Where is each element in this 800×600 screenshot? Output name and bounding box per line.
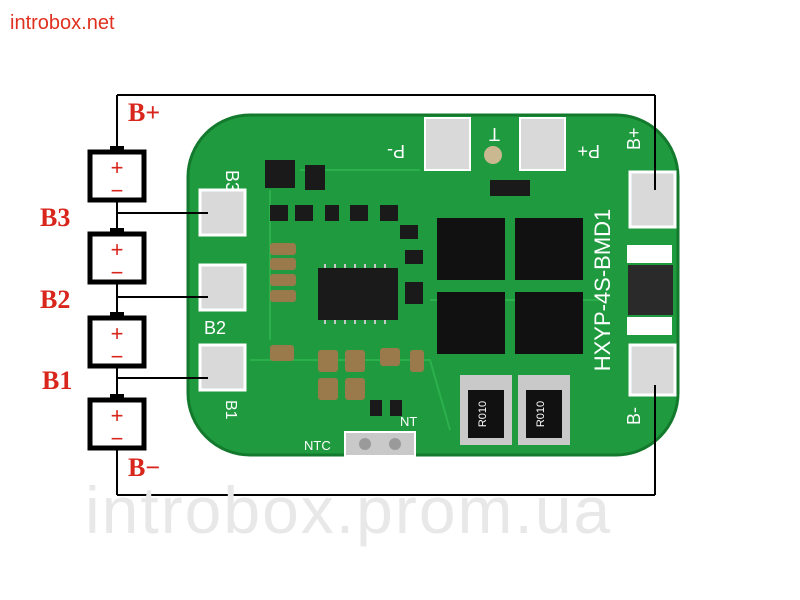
cell-2-minus: −	[111, 344, 124, 369]
label-b3: B3	[40, 203, 71, 232]
cell-3-plus: +	[111, 237, 124, 262]
battery-cell-1: + −	[87, 394, 147, 451]
battery-cell-2: + −	[87, 312, 147, 369]
cell-2-plus: +	[111, 321, 124, 346]
resistor-mark-2: R010	[535, 401, 547, 427]
label-b-plus: B+	[128, 98, 161, 127]
wiring	[116, 94, 656, 496]
pcb-label-b-plus: B+	[624, 127, 644, 150]
pcb-label-p-plus: P+	[577, 141, 600, 161]
cell-1-plus: +	[111, 403, 124, 428]
bottom-watermark: introbox.prom.ua	[85, 473, 613, 547]
label-b1: B1	[42, 366, 73, 395]
pcb-label-b-minus: B-	[624, 407, 644, 425]
pcb-label-b1: B1	[222, 400, 239, 420]
pcb-label-t: T	[489, 124, 500, 144]
pcb-label-b3: B3	[222, 170, 242, 192]
cell-3-minus: −	[111, 260, 124, 285]
cell-4-minus: −	[111, 178, 124, 203]
label-b2: B2	[40, 285, 71, 314]
pcb-label-ntc: NTC	[304, 438, 331, 453]
cell-1-minus: −	[111, 426, 124, 451]
site-watermark-text: introbox.net	[10, 12, 115, 34]
pcb-label-nt: NT	[400, 414, 417, 429]
resistor-mark-1: R010	[477, 401, 489, 427]
cell-4-plus: +	[111, 155, 124, 180]
pcb-label-b2: B2	[204, 318, 226, 338]
pcb-board: B3 B2 B1 B+ B- P- T P+	[186, 113, 680, 457]
pcb-label-p-minus: P-	[387, 141, 405, 161]
battery-cell-4: + −	[87, 146, 147, 203]
pcb-model-text: HXYP-4S-BMD1	[590, 209, 615, 372]
label-b-minus: B−	[128, 453, 161, 482]
battery-cell-3: + −	[87, 228, 147, 285]
